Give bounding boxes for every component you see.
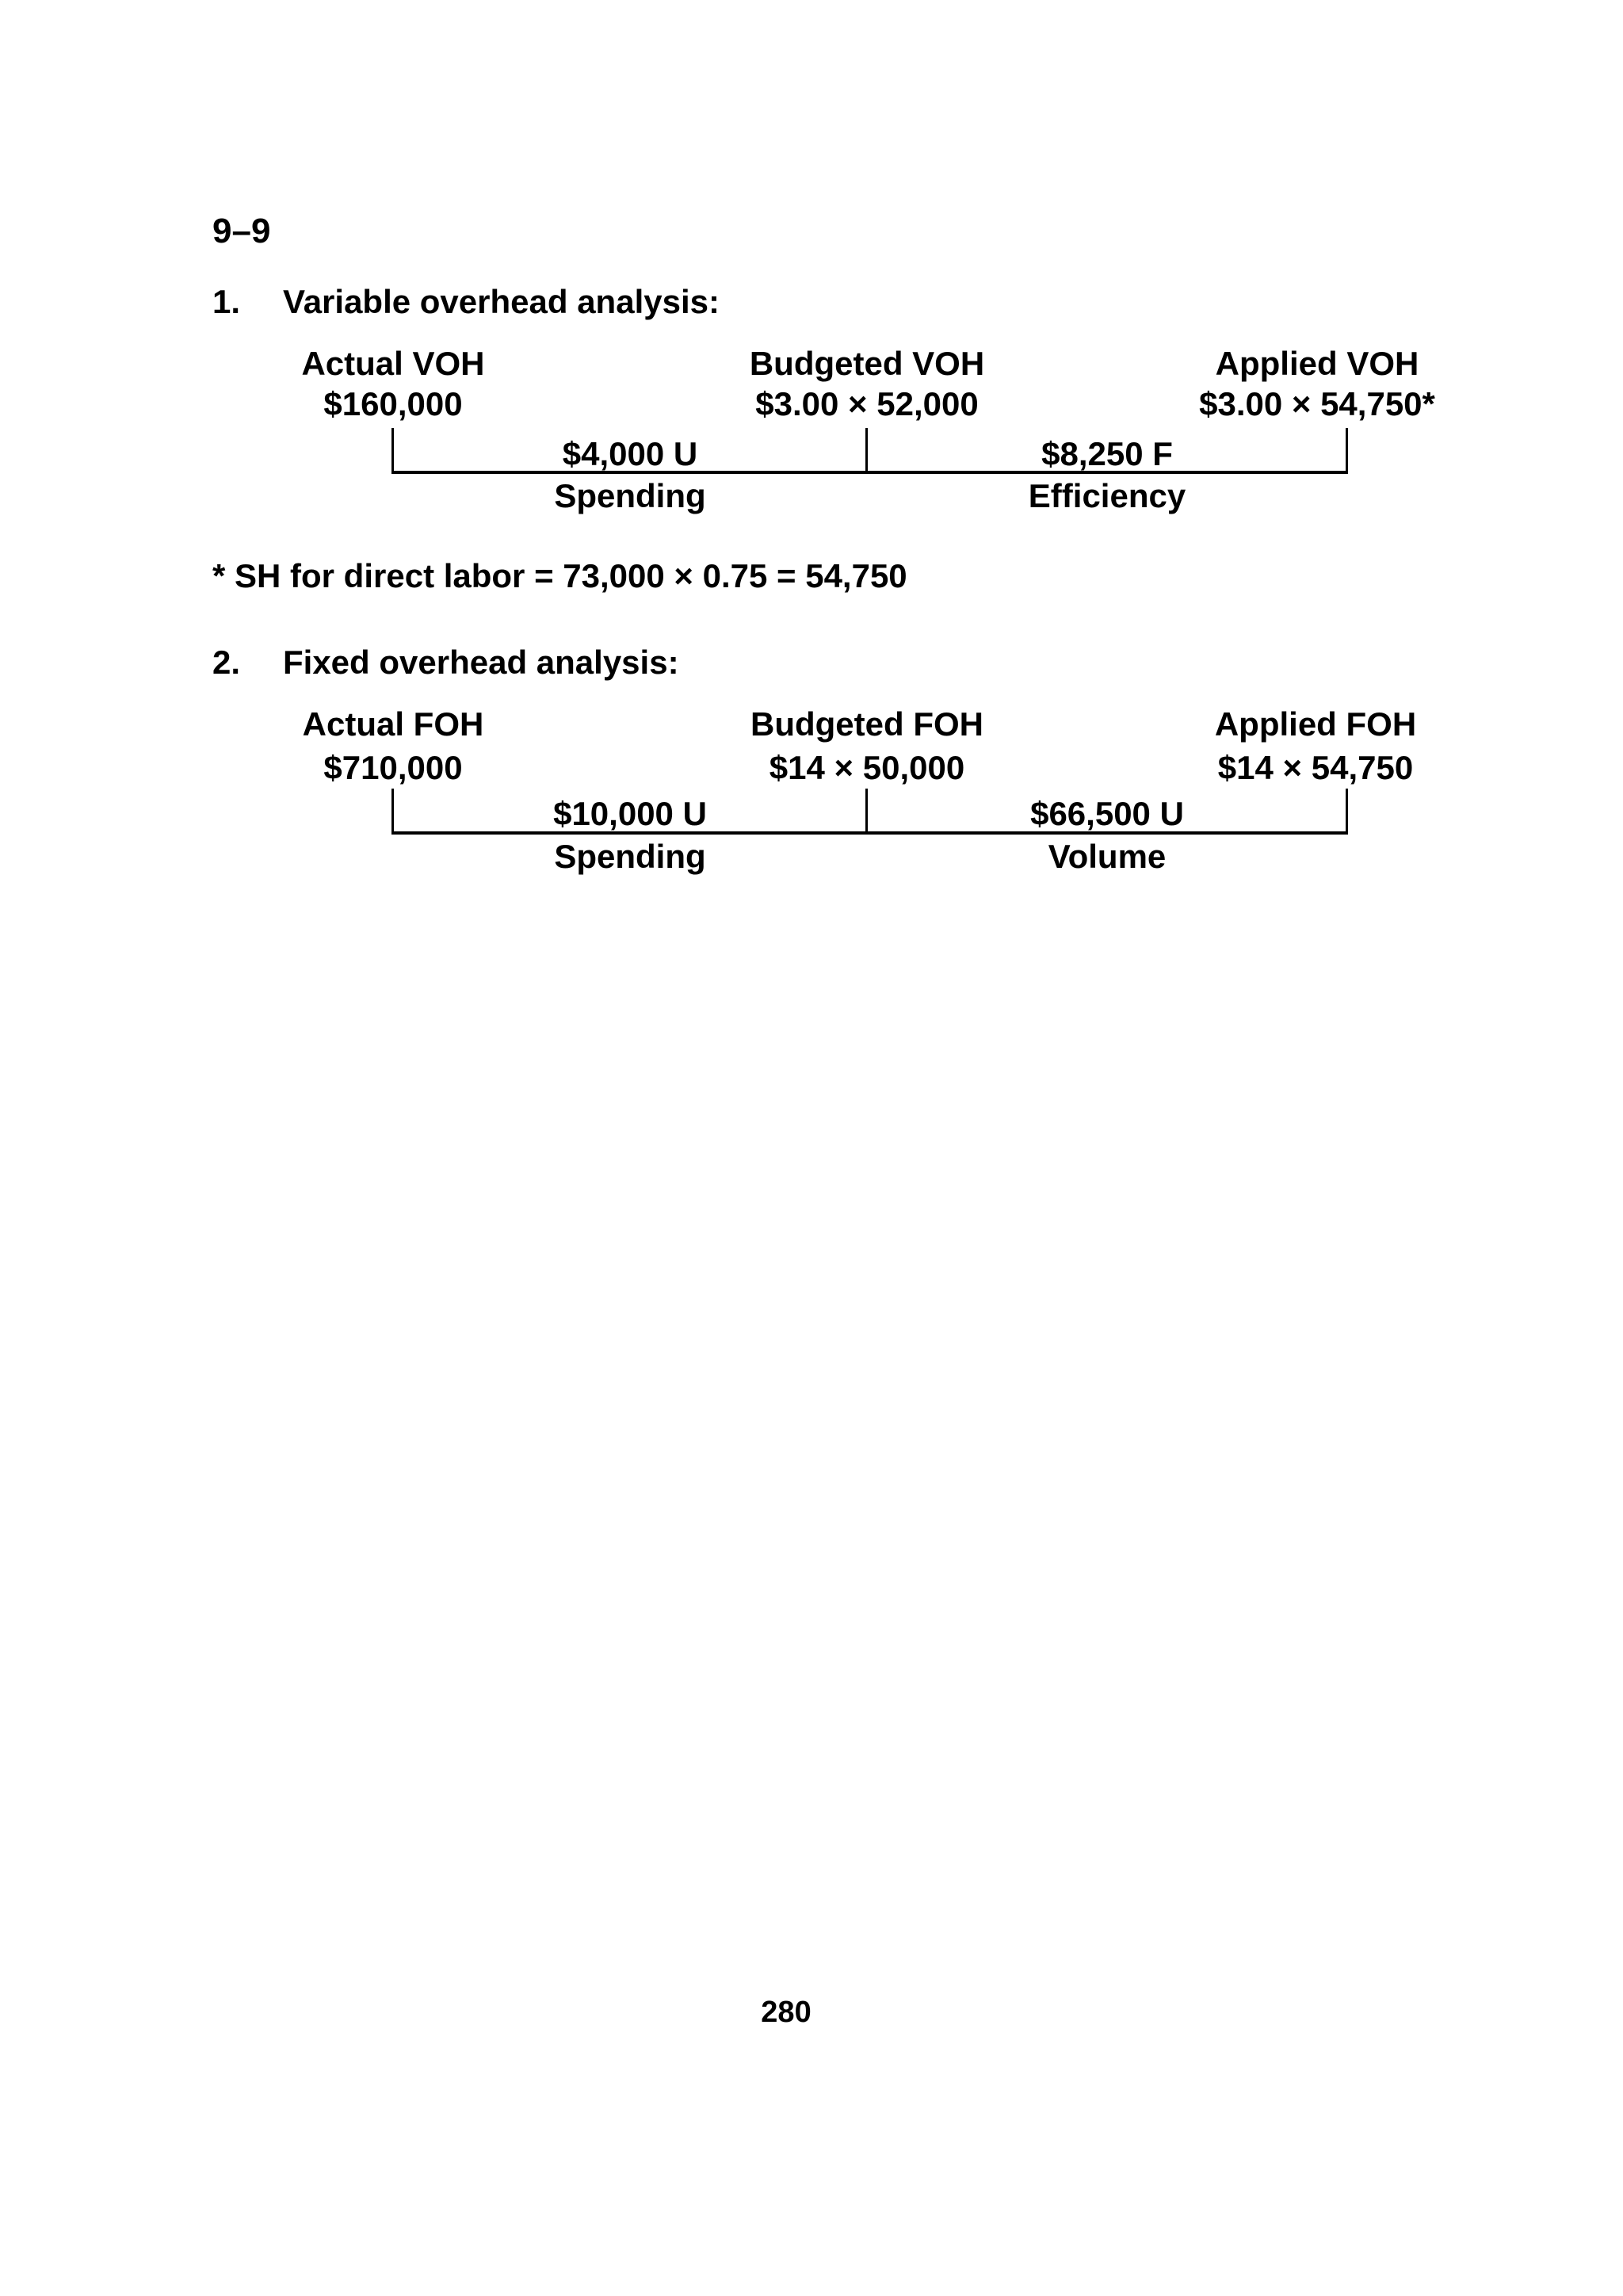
section-1-title: Variable overhead analysis:: [283, 283, 720, 320]
bracket-tick-right: [1346, 789, 1348, 833]
variance-value-spending: $10,000 U: [553, 795, 707, 832]
variance-value-volume: $66,500 U: [1030, 795, 1184, 832]
section-1-number: 1.: [212, 283, 241, 320]
amount-applied-foh: $14 × 54,750: [1217, 749, 1414, 786]
amount-budgeted-foh: $14 × 50,000: [769, 749, 965, 786]
column-header-actual-foh: Actual FOH: [302, 705, 484, 743]
column-header-budgeted-foh: Budgeted FOH: [750, 705, 983, 743]
variance-label-volume: Volume: [1048, 838, 1167, 875]
section-2-number: 2.: [212, 644, 241, 681]
footnote-sh-direct-labor: * SH for direct labor = 73,000 × 0.75 = …: [212, 557, 907, 594]
amount-budgeted-voh: $3.00 × 52,000: [755, 385, 979, 422]
bracket-baseline: [391, 471, 1348, 474]
variance-label-spending: Spending: [554, 838, 706, 875]
amount-applied-voh: $3.00 × 54,750*: [1199, 385, 1435, 422]
column-header-applied-voh: Applied VOH: [1215, 345, 1419, 382]
bracket-tick-right: [1346, 428, 1348, 472]
variance-value-spending: $4,000 U: [562, 435, 698, 472]
variance-label-spending: Spending: [554, 477, 706, 514]
problem-number: 9–9: [212, 212, 271, 250]
bracket-tick-middle: [865, 789, 868, 833]
column-header-budgeted-voh: Budgeted VOH: [749, 345, 985, 382]
bracket-tick-middle: [865, 428, 868, 472]
bracket-baseline: [391, 831, 1348, 835]
amount-actual-voh: $160,000: [323, 385, 463, 422]
bracket-tick-left: [391, 789, 394, 833]
section-2-title: Fixed overhead analysis:: [283, 644, 679, 681]
variance-label-efficiency: Efficiency: [1028, 477, 1186, 514]
column-header-actual-voh: Actual VOH: [301, 345, 485, 382]
page-number: 280: [761, 1996, 812, 2029]
column-header-applied-foh: Applied FOH: [1214, 705, 1417, 743]
variance-value-efficiency: $8,250 F: [1041, 435, 1173, 472]
amount-actual-foh: $710,000: [323, 749, 463, 786]
bracket-tick-left: [391, 428, 394, 472]
